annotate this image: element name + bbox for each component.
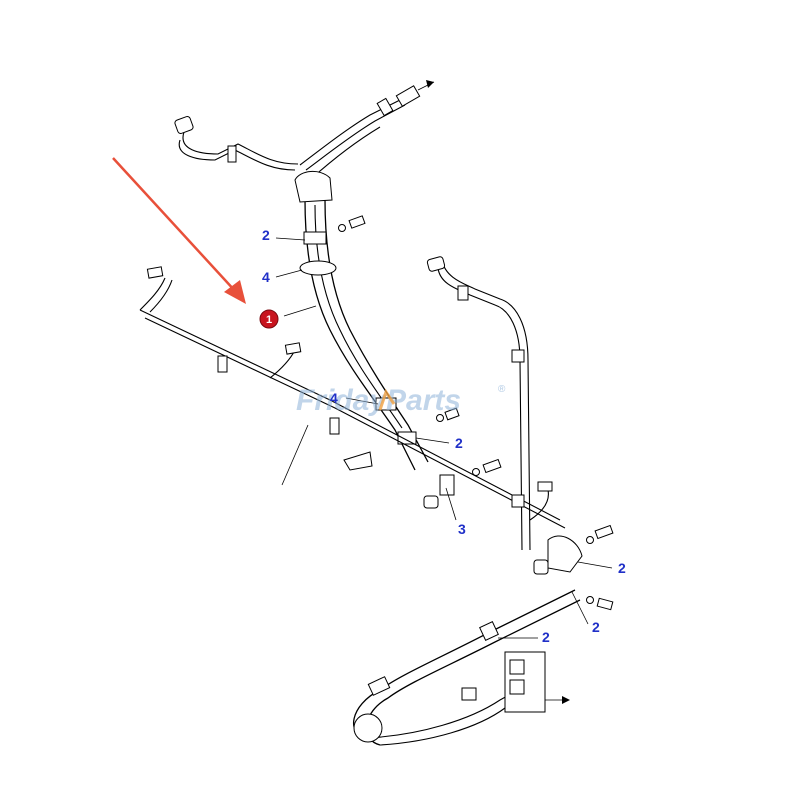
annotation-arrow <box>112 157 246 304</box>
clamp <box>461 687 477 701</box>
harness-branch-top-right <box>299 80 435 179</box>
callout-labels: 2 4 4 2 3 2 2 2 <box>262 227 626 645</box>
wire-clip <box>511 494 525 508</box>
direction-arrow-icon <box>562 696 570 704</box>
connector-plug <box>284 342 302 355</box>
fastener-set-mid <box>436 407 502 476</box>
connector-plug <box>174 116 194 134</box>
harness-lower-loop <box>353 589 581 746</box>
part-marker-1: 1 <box>259 309 279 329</box>
callout-2: 2 <box>455 435 463 451</box>
spacer-bushing <box>423 495 439 509</box>
connector-plug <box>509 679 525 695</box>
fastener-set-upper <box>338 215 366 232</box>
pipe-clip <box>439 474 455 496</box>
annotation-arrow-head-icon <box>224 280 246 304</box>
wire-clip <box>457 285 469 301</box>
connector-plug <box>426 256 446 272</box>
harness-branch-right-vertical <box>426 256 553 551</box>
bracket <box>343 451 373 471</box>
connector-block <box>395 85 421 107</box>
callout-4: 4 <box>262 269 270 285</box>
harness-branch-upper-left <box>174 116 299 171</box>
junction-block <box>294 171 333 203</box>
callout-2: 2 <box>542 629 550 645</box>
callout-2: 2 <box>618 560 626 576</box>
watermark-symbol: ® <box>498 384 506 395</box>
callout-leaders <box>275 237 613 639</box>
connector-plug <box>537 481 553 492</box>
part-marker-label: 1 <box>266 314 272 326</box>
wire-clip <box>227 145 237 163</box>
watermark-tick-icon <box>378 388 396 411</box>
callout-4: 4 <box>330 390 338 406</box>
connector-plug <box>509 659 525 675</box>
connector-plug <box>146 266 164 279</box>
watermark: FridayParts ® <box>296 384 506 417</box>
callout-2: 2 <box>592 619 600 635</box>
pipe-clip <box>329 417 340 435</box>
harness-right-junction <box>533 524 614 611</box>
junction-block <box>547 535 583 573</box>
clamp <box>367 676 391 696</box>
watermark-text: FridayParts <box>296 384 461 417</box>
pipe-clip <box>217 355 228 373</box>
band <box>299 260 337 276</box>
wire-clip <box>511 349 525 363</box>
harness-long-pipe <box>139 266 566 529</box>
clamp <box>479 621 499 641</box>
direction-arrow-icon <box>426 80 434 88</box>
callout-2: 2 <box>262 227 270 243</box>
clamp <box>303 231 327 245</box>
callout-3: 3 <box>458 521 466 537</box>
